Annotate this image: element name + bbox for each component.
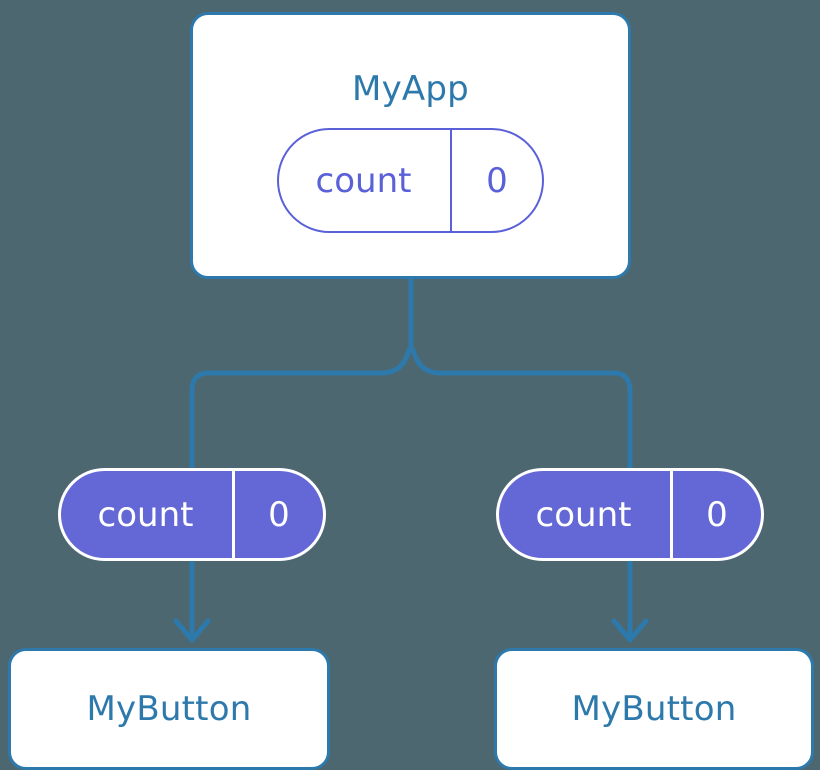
state-key-label: count xyxy=(315,160,412,201)
arrow-head-right xyxy=(611,618,649,643)
state-value-label: 0 xyxy=(450,130,542,231)
component-title-mybutton: MyButton xyxy=(571,689,737,729)
state-key-label: count xyxy=(97,494,194,535)
component-box-mybutton-left[interactable]: MyButton xyxy=(8,648,330,770)
state-pill-child-left[interactable]: count 0 xyxy=(58,468,326,561)
state-pill-child-right[interactable]: count 0 xyxy=(496,468,764,561)
state-value-label: 0 xyxy=(670,471,761,558)
state-value-label: 0 xyxy=(232,471,323,558)
component-title-myapp: MyApp xyxy=(352,69,469,109)
arrow-head-left xyxy=(173,618,211,643)
state-key-label: count xyxy=(535,494,632,535)
fork-right-branch xyxy=(410,347,633,471)
component-title-mybutton: MyButton xyxy=(86,689,252,729)
fork-left-branch xyxy=(189,347,412,471)
state-pill-myapp[interactable]: count 0 xyxy=(277,128,544,233)
component-box-mybutton-right[interactable]: MyButton xyxy=(494,648,814,770)
